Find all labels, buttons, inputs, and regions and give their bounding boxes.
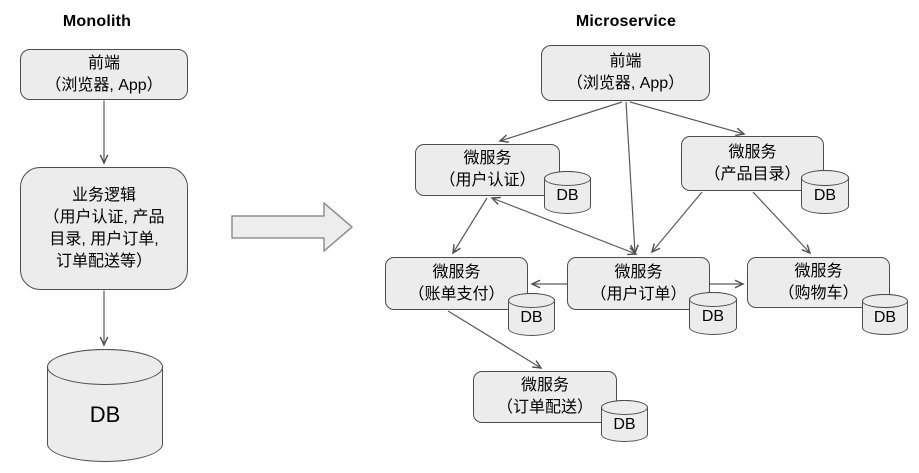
node-label-line: （浏览器, App） bbox=[566, 75, 685, 92]
node-label-line: 订单配送等） bbox=[55, 252, 152, 270]
db-label: DB bbox=[520, 309, 543, 327]
node-label-line: （用户认证, 产品 bbox=[43, 208, 165, 226]
node-billing-service: 微服务 （账单支付） bbox=[385, 257, 528, 310]
node-label-line: 微服务 bbox=[520, 377, 569, 394]
edge-orders-auth bbox=[490, 196, 638, 256]
node-label-line: （产品目录） bbox=[704, 165, 801, 183]
node-label-line: 微服务 bbox=[463, 150, 512, 167]
node-label-line: 微服务 bbox=[794, 262, 843, 280]
db-label: DB bbox=[556, 187, 579, 205]
node-label-line: 前端 bbox=[609, 53, 642, 70]
node-label-line: （购物车） bbox=[778, 284, 859, 302]
edge-catalog-cart bbox=[752, 191, 812, 255]
db-label: DB bbox=[89, 401, 121, 427]
db-label: DB bbox=[813, 187, 837, 204]
cart-db-cylinder: DB bbox=[861, 293, 909, 335]
node-monolith-frontend: 前端 （浏览器, App） bbox=[20, 49, 188, 100]
monolith-db-cylinder: DB bbox=[46, 348, 164, 462]
monolith-title: Monolith bbox=[62, 13, 132, 30]
db-label: DB bbox=[613, 415, 636, 433]
delivery-db-cylinder: DB bbox=[600, 399, 649, 442]
db-label: DB bbox=[701, 308, 725, 326]
node-label-line: 目录, 用户订单, bbox=[49, 230, 159, 248]
edge-frontend-auth bbox=[498, 101, 623, 143]
node-label-line: 微服务 bbox=[728, 143, 777, 161]
microservice-title: Microservice bbox=[575, 13, 677, 30]
edge-catalog-orders bbox=[650, 191, 703, 254]
catalog-db-cylinder: DB bbox=[800, 169, 850, 214]
db-label: DB bbox=[873, 309, 897, 326]
edge-frontend-orders bbox=[625, 101, 639, 255]
node-micro-frontend: 前端 （浏览器, App） bbox=[541, 45, 710, 101]
node-label-line: 微服务 bbox=[432, 263, 481, 281]
node-label-line: （账单支付） bbox=[408, 285, 505, 303]
node-auth-service: 微服务 （用户认证） bbox=[415, 144, 560, 196]
node-delivery-service: 微服务 （订单配送） bbox=[473, 371, 617, 423]
edge-billing-delivery bbox=[447, 310, 543, 369]
edge-frontend-catalog bbox=[629, 101, 746, 137]
node-monolith-business-logic: 业务逻辑 （用户认证, 产品 目录, 用户订单, 订单配送等） bbox=[20, 167, 188, 290]
node-orders-service: 微服务 （用户订单） bbox=[567, 257, 710, 310]
node-label-line: 前端 bbox=[87, 54, 120, 72]
auth-db-cylinder: DB bbox=[543, 170, 592, 214]
node-catalog-service: 微服务 （产品目录） bbox=[681, 136, 824, 191]
node-label-line: （订单配送） bbox=[496, 399, 593, 416]
billing-db-cylinder: DB bbox=[507, 292, 556, 336]
node-label-line: （用户订单） bbox=[590, 285, 687, 303]
node-label-line: （浏览器, App） bbox=[45, 76, 163, 94]
monolith-to-microservice-arrow bbox=[231, 202, 353, 252]
orders-db-cylinder: DB bbox=[688, 291, 738, 335]
node-label-line: 业务逻辑 bbox=[71, 186, 136, 204]
node-label-line: （用户认证） bbox=[439, 172, 536, 189]
edge-auth-billing bbox=[452, 197, 488, 255]
node-label-line: 微服务 bbox=[614, 263, 663, 281]
